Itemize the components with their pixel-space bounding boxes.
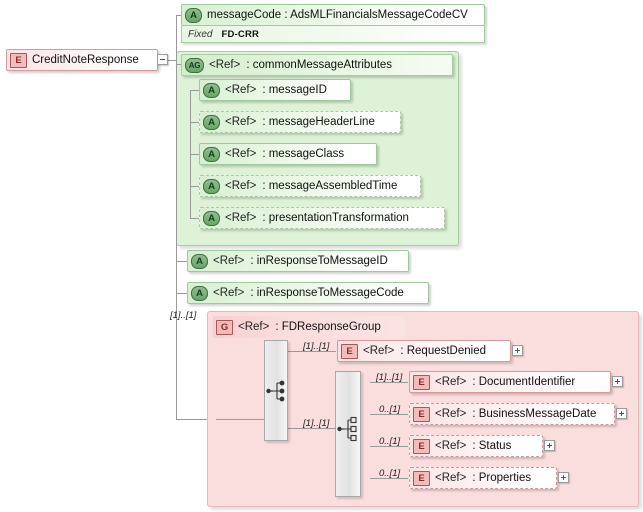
attribute-ref: <Ref> xyxy=(213,287,245,299)
requestdenied-expand-toggle[interactable] xyxy=(512,345,523,356)
attribute-badge: A xyxy=(191,253,208,269)
element-documentidentifier-label: : DocumentIdentifier xyxy=(472,376,576,388)
attribute-ref: <Ref> xyxy=(225,148,257,160)
attribute-messageheaderline[interactable]: A <Ref> : messageHeaderLine xyxy=(199,111,401,133)
attribute-badge: A xyxy=(191,285,208,301)
attribute-presentationtransformation[interactable]: A <Ref> : presentationTransformation xyxy=(199,207,445,229)
attribute-ref: <Ref> xyxy=(213,255,245,267)
element-properties[interactable]: E <Ref> : Properties xyxy=(409,467,557,489)
element-ref: <Ref> xyxy=(435,440,467,452)
cardinality-status: 0..[1] xyxy=(379,436,401,447)
attribute-ref: <Ref> xyxy=(225,212,257,224)
attribute-messageassembledtime-label: : messageAssembledTime xyxy=(262,180,398,192)
connector-to-responsegroup xyxy=(176,419,207,420)
root-element-creditnoteresponse[interactable]: E CreditNoteResponse xyxy=(6,49,158,71)
attribute-group-label: : commonMessageAttributes xyxy=(246,59,393,71)
sequence-compositor-icon xyxy=(337,416,357,442)
connector-root-stub xyxy=(165,60,177,61)
connector-to-inresponsetomessagecode xyxy=(176,293,187,294)
element-badge: E xyxy=(341,343,358,359)
choice-compositor[interactable] xyxy=(264,340,288,441)
connector-common-child-3 xyxy=(190,154,199,155)
element-badge: E xyxy=(413,438,430,454)
status-expand-toggle[interactable] xyxy=(544,440,555,451)
element-requestdenied[interactable]: E <Ref> : RequestDenied xyxy=(337,340,511,362)
connector-group-to-choice xyxy=(216,419,265,420)
properties-expand-toggle[interactable] xyxy=(558,472,569,483)
messagecode-fixed-row: Fixed FD-CRR xyxy=(181,26,485,43)
attribute-inresponsetomessagecode-label: : inResponseToMessageCode xyxy=(250,287,404,299)
element-status-label: : Status xyxy=(472,440,512,452)
cardinality-fdresponsegroup: [1]..[1] xyxy=(170,310,197,321)
group-badge: G xyxy=(216,319,233,335)
root-collapse-toggle[interactable] xyxy=(157,54,168,65)
element-badge: E xyxy=(413,470,430,486)
element-businessmessagedate-label: : BusinessMessageDate xyxy=(472,408,597,420)
attribute-messagecode-label: messageCode : AdsMLFinancialsMessageCode… xyxy=(207,9,468,21)
sequence-compositor[interactable] xyxy=(335,371,361,497)
attribute-group-badge: AG xyxy=(185,57,204,73)
attribute-messageclass[interactable]: A <Ref> : messageClass xyxy=(199,143,377,165)
connector-choice-to-requestdenied xyxy=(287,351,336,352)
element-badge: E xyxy=(413,374,430,390)
cardinality-requestdenied: [1]..[1] xyxy=(303,341,330,352)
fixed-label: Fixed xyxy=(188,28,213,40)
attribute-badge: A xyxy=(203,210,220,226)
attribute-inresponsetomessagecode[interactable]: A <Ref> : inResponseToMessageCode xyxy=(187,282,429,304)
element-badge: E xyxy=(10,52,27,68)
connector-root-trunk xyxy=(176,15,177,419)
connector-choice-to-sequence xyxy=(287,428,336,429)
element-ref: <Ref> xyxy=(435,408,467,420)
connector-sequence-to-documentidentifier xyxy=(370,382,408,383)
element-requestdenied-label: : RequestDenied xyxy=(400,345,486,357)
element-documentidentifier[interactable]: E <Ref> : DocumentIdentifier xyxy=(409,371,611,393)
documentidentifier-expand-toggle[interactable] xyxy=(612,376,623,387)
choice-compositor-icon xyxy=(266,380,285,402)
connector-sequence-to-properties xyxy=(370,478,408,479)
cardinality-sequence-branch: [1]..[1] xyxy=(303,418,330,429)
attribute-presentationtransformation-label: : presentationTransformation xyxy=(262,212,409,224)
connector-common-child-4 xyxy=(190,186,199,187)
attribute-inresponsetomessageid[interactable]: A <Ref> : inResponseToMessageID xyxy=(187,250,409,272)
attribute-group-ref: <Ref> xyxy=(209,59,241,71)
group-fdresponsegroup[interactable]: G <Ref> : FDResponseGroup xyxy=(213,316,405,338)
root-element-label: CreditNoteResponse xyxy=(32,54,139,66)
cardinality-documentidentifier: [1]..[1] xyxy=(376,372,403,383)
attribute-badge: A xyxy=(203,82,220,98)
attribute-messageid-label: : messageID xyxy=(262,84,327,96)
attribute-ref: <Ref> xyxy=(225,84,257,96)
group-ref: <Ref> xyxy=(238,321,270,333)
attribute-ref: <Ref> xyxy=(225,180,257,192)
attribute-badge: A xyxy=(203,146,220,162)
attribute-messageassembledtime[interactable]: A <Ref> : messageAssembledTime xyxy=(199,175,421,197)
cardinality-businessmessagedate: 0..[1] xyxy=(379,404,401,415)
attribute-inresponsetomessageid-label: : inResponseToMessageID xyxy=(250,255,388,267)
connector-common-child-1 xyxy=(190,90,199,91)
attribute-messageclass-label: : messageClass xyxy=(262,148,345,160)
element-properties-label: : Properties xyxy=(472,472,532,484)
attribute-ref: <Ref> xyxy=(225,116,257,128)
cardinality-properties: 0..[1] xyxy=(379,468,401,479)
element-ref: <Ref> xyxy=(435,472,467,484)
connector-sequence-to-status xyxy=(370,446,408,447)
attribute-badge: A xyxy=(203,178,220,194)
element-ref: <Ref> xyxy=(435,376,467,388)
group-fdresponsegroup-label: : FDResponseGroup xyxy=(275,321,381,333)
connector-to-inresponsetomessageid xyxy=(176,261,187,262)
attribute-messagecode[interactable]: A messageCode : AdsMLFinancialsMessageCo… xyxy=(181,4,485,26)
connector-common-child-5 xyxy=(190,218,199,219)
connector-common-child-2 xyxy=(190,122,199,123)
attribute-badge: A xyxy=(203,114,220,130)
businessmessagedate-expand-toggle[interactable] xyxy=(616,408,627,419)
fixed-value: FD-CRR xyxy=(221,28,260,40)
attribute-messageid[interactable]: A <Ref> : messageID xyxy=(199,79,351,101)
attribute-badge: A xyxy=(185,7,202,23)
element-ref: <Ref> xyxy=(363,345,395,357)
connector-sequence-to-businessmessagedate xyxy=(370,414,408,415)
attribute-group-commonmessageattributes[interactable]: AG <Ref> : commonMessageAttributes xyxy=(181,54,453,76)
element-status[interactable]: E <Ref> : Status xyxy=(409,435,543,457)
element-businessmessagedate[interactable]: E <Ref> : BusinessMessageDate xyxy=(409,403,615,425)
attribute-messageheaderline-label: : messageHeaderLine xyxy=(262,116,375,128)
element-badge: E xyxy=(413,406,430,422)
